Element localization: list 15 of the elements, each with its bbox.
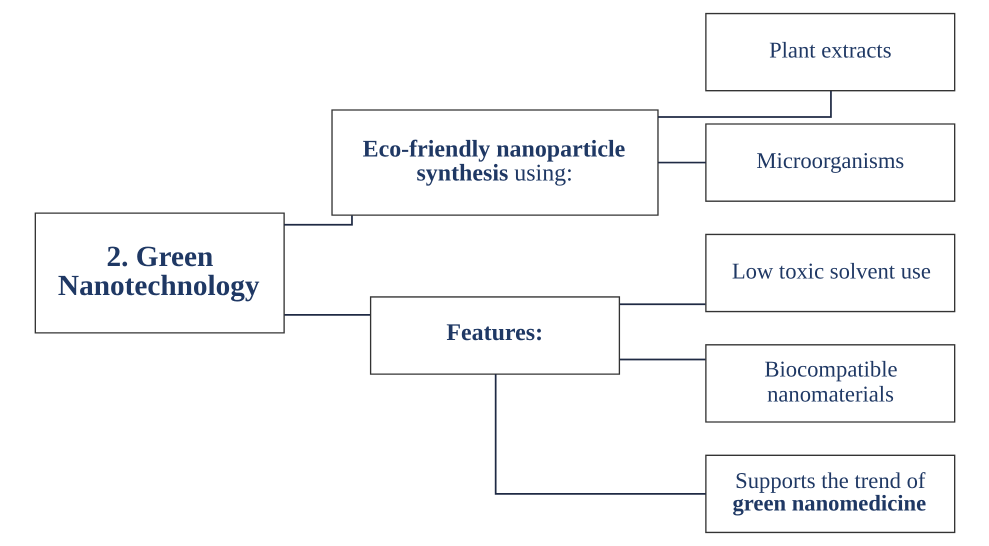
connector bbox=[658, 91, 832, 118]
connector bbox=[619, 358, 705, 360]
node-box: Low toxic solvent use bbox=[704, 234, 955, 312]
connector bbox=[494, 374, 706, 495]
node-box: Microorganisms bbox=[704, 123, 955, 202]
node-box: Plant extracts bbox=[704, 12, 955, 92]
connector bbox=[619, 303, 705, 306]
connector bbox=[658, 162, 706, 164]
node-box: 2. Green Nanotechnology bbox=[34, 212, 284, 334]
connector bbox=[284, 216, 352, 226]
node-box: Supports the trend of green nanomedicine bbox=[704, 454, 955, 534]
node-box: Biocompatible nanomaterials bbox=[704, 344, 955, 423]
node-box: Eco-friendly nanoparticle synthesis using: bbox=[330, 109, 658, 216]
node-box: Features: bbox=[369, 296, 620, 375]
connector bbox=[284, 314, 370, 316]
